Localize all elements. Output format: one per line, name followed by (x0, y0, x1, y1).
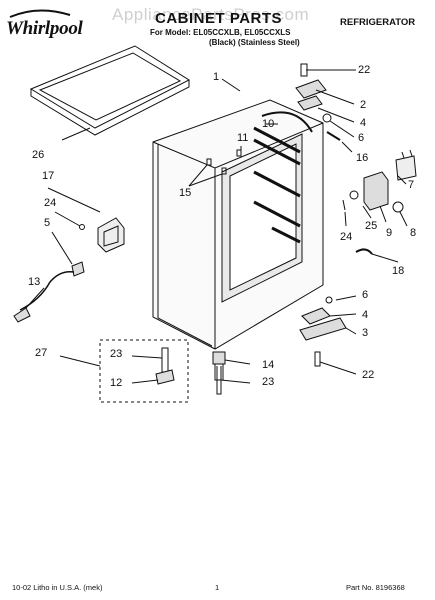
callout-15: 15 (179, 187, 191, 199)
callout-6: 6 (362, 289, 368, 301)
callout-24: 24 (340, 231, 352, 243)
brand-name: Whirlpool (6, 18, 83, 39)
leveling-legs (99, 339, 226, 403)
callout-27: 27 (35, 347, 47, 359)
callout-4: 4 (362, 309, 368, 321)
footer-litho: 10-02 Litho in U.S.A. (mek) (12, 583, 103, 592)
harness-parts (13, 217, 125, 323)
cabinet-body (152, 99, 324, 350)
watermark: AppliancePartsPros.com (112, 5, 310, 24)
callout-8: 8 (410, 227, 416, 239)
callout-16: 16 (356, 152, 368, 164)
control-parts (342, 149, 417, 255)
variant-line: (Black) (Stainless Steel) (209, 38, 300, 47)
callout-18: 18 (392, 265, 404, 277)
whirlpool-logo: Whirlpool (6, 9, 83, 40)
callout-4: 4 (360, 117, 366, 129)
callout-12: 12 (110, 377, 122, 389)
callout-9: 9 (386, 227, 392, 239)
callout-23: 23 (262, 376, 274, 388)
callout-3: 3 (362, 327, 368, 339)
model-line: For Model: EL05CCXLB, EL05CCXLS (150, 28, 291, 37)
callout-11: 11 (237, 132, 248, 144)
footer-part-number: Part No. 8196368 (346, 583, 405, 592)
category-label: REFRIGERATOR (340, 17, 416, 28)
callout-2: 2 (360, 99, 366, 111)
footer-page-number: 1 (215, 583, 220, 592)
callout-1: 1 (213, 71, 219, 83)
callout-25: 25 (365, 220, 377, 232)
callout-5: 5 (44, 217, 50, 229)
callout-22: 22 (358, 64, 370, 76)
callout-26: 26 (32, 149, 44, 161)
top-cover (29, 45, 191, 136)
callout-24: 24 (44, 197, 56, 209)
callout-13: 13 (28, 276, 40, 288)
bottom-hinge-parts (299, 296, 347, 367)
callout-17: 17 (42, 170, 54, 182)
callout-6: 6 (358, 132, 364, 144)
callout-23: 23 (110, 348, 122, 360)
callout-7: 7 (408, 179, 414, 191)
logo-swoosh-icon (9, 9, 71, 18)
callout-14: 14 (262, 359, 274, 371)
leader-lines (25, 69, 408, 384)
page-title: CABINET PARTS (155, 10, 283, 27)
callout-10: 10 (262, 118, 274, 130)
callout-22: 22 (362, 369, 374, 381)
